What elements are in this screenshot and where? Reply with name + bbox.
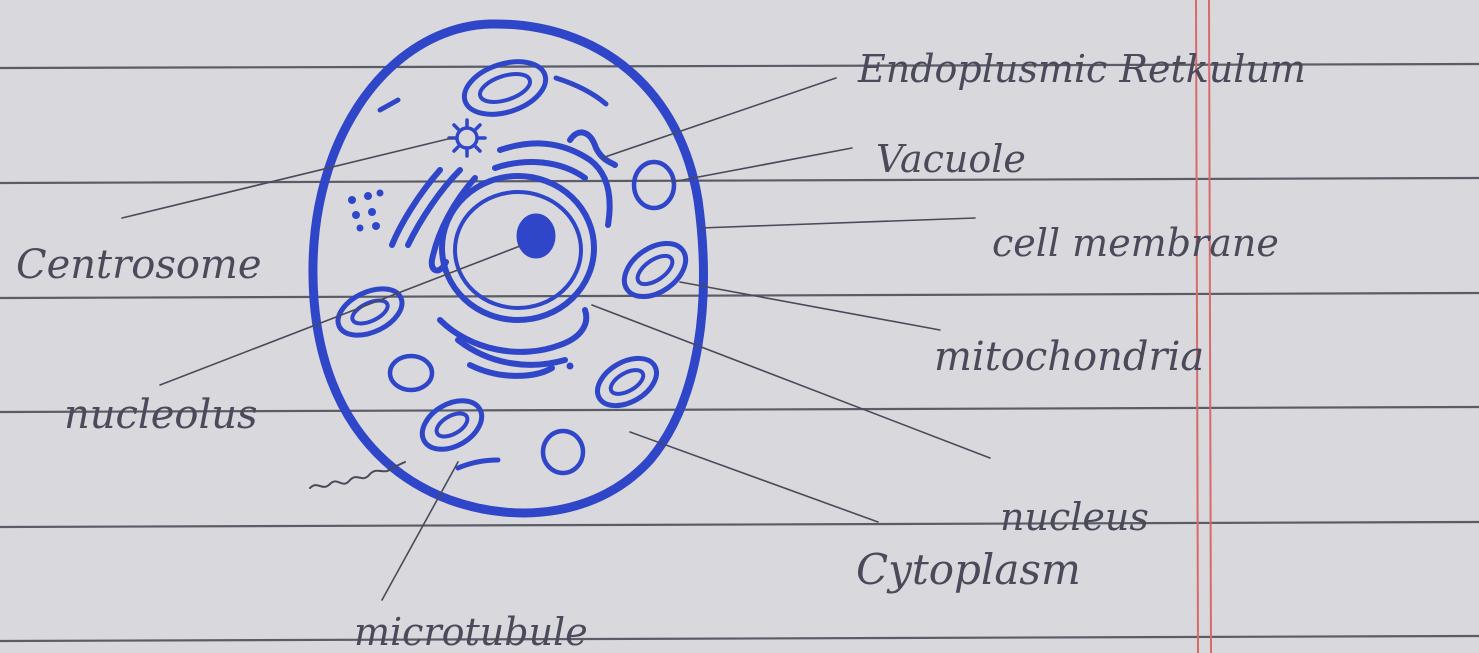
leader-cell-membrane xyxy=(700,218,975,228)
ruled-line xyxy=(0,636,1479,641)
label-nucleolus: nucleolus xyxy=(64,392,258,438)
vacuole xyxy=(543,431,583,473)
mitochondrion xyxy=(458,52,553,124)
mitochondrion xyxy=(589,349,664,416)
margin-line xyxy=(1196,0,1198,653)
label-microtubule: microtubule xyxy=(354,610,588,653)
margin-line xyxy=(1209,0,1211,653)
leader-mitochondria xyxy=(680,282,940,330)
cell-membrane-outline xyxy=(313,24,703,513)
nucleolus xyxy=(518,215,554,257)
mitochondrion xyxy=(414,391,490,459)
leader-centrosome xyxy=(122,138,452,218)
nucleus-outer xyxy=(442,176,594,320)
vacuole xyxy=(634,162,674,208)
centrosome xyxy=(449,120,485,156)
leader-vacuole xyxy=(672,148,852,182)
label-endoplasmic-reticulum: Endoplusmic Retkulum xyxy=(857,47,1306,91)
vacuole xyxy=(390,356,432,390)
label-cytoplasm: Cytoplasm xyxy=(856,545,1081,594)
ruled-lines xyxy=(0,64,1479,641)
leader-cytoplasm xyxy=(630,432,878,522)
label-vacuole: Vacuole xyxy=(876,137,1026,181)
leader-endoplasmic-reticulum xyxy=(602,78,836,158)
margin-lines xyxy=(1196,0,1211,653)
label-cell-membrane: cell membrane xyxy=(992,221,1279,265)
leader-lines xyxy=(122,78,990,600)
mitochondrion xyxy=(331,280,410,345)
ruled-line xyxy=(0,178,1479,183)
animal-cell xyxy=(313,24,703,513)
nucleus-inner xyxy=(455,192,581,308)
label-centrosome: Centrosome xyxy=(16,242,262,288)
label-mitochondria: mitochondria xyxy=(934,334,1204,380)
label-nucleus: nucleus xyxy=(1000,495,1149,539)
ruled-line xyxy=(0,522,1479,527)
mitochondria-group xyxy=(331,52,696,459)
